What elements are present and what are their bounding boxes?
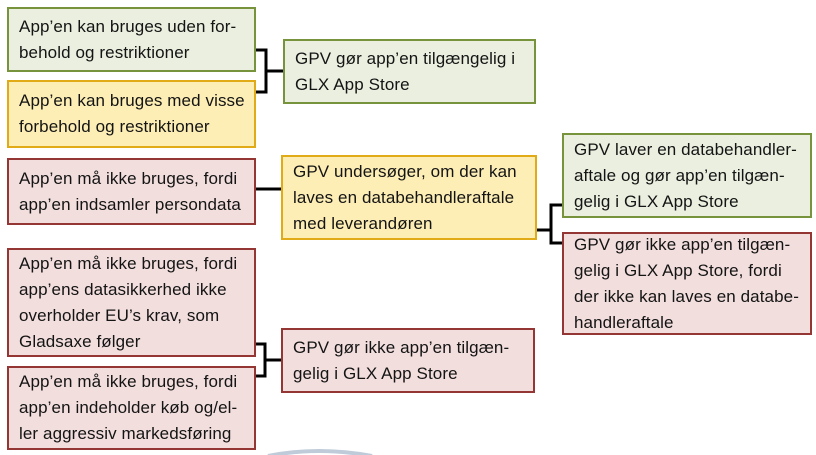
- node-text: App’en må ikke bruges, fordi app’ens dat…: [19, 253, 238, 351]
- node-gpv-does-not-publish: GPV gør ikke app’en tilgæn- gelig i GLX …: [281, 328, 535, 393]
- node-text: GPV laver en databehandler- aftale og gø…: [574, 139, 797, 211]
- node-gpv-makes-dpa-and-publishes: GPV laver en databehandler- aftale og gø…: [562, 133, 812, 218]
- node-text: GPV gør ikke app’en tilgæn- gelig i GLX …: [293, 337, 510, 383]
- node-gpv-publishes-app: GPV gør app’en tilgængelig i GLX App Sto…: [283, 39, 536, 104]
- node-app-banned-personal-data: App’en må ikke bruges, fordi app’en inds…: [7, 158, 256, 225]
- node-app-usable-with-reservations: App’en kan bruges med visse forbehold og…: [7, 80, 256, 148]
- node-text: GPV gør ikke app’en tilgæn- gelig i GLX …: [574, 234, 799, 332]
- node-gpv-no-dpa-not-published: GPV gør ikke app’en tilgæn- gelig i GLX …: [562, 232, 812, 335]
- node-text: App’en må ikke bruges, fordi app’en inde…: [19, 372, 238, 443]
- connector-banned-to-not-publish: [255, 342, 281, 378]
- node-app-banned-data-security: App’en må ikke bruges, fordi app’ens dat…: [7, 248, 256, 357]
- node-text: GPV gør app’en tilgængelig i GLX App Sto…: [295, 48, 516, 94]
- decorative-swoosh: [267, 449, 373, 455]
- node-text: App’en kan bruges med visse forbehold og…: [19, 91, 245, 136]
- connector-usable-to-publish: [255, 48, 283, 94]
- node-text: App’en kan bruges uden for- behold og re…: [19, 16, 237, 62]
- node-gpv-investigates-dpa: GPV undersøger, om der kan laves en data…: [281, 155, 537, 240]
- node-text: GPV undersøger, om der kan laves en data…: [293, 161, 517, 233]
- node-app-usable-unrestricted: App’en kan bruges uden for- behold og re…: [7, 7, 256, 72]
- node-app-banned-purchases-marketing: App’en må ikke bruges, fordi app’en inde…: [7, 366, 256, 450]
- connector-investigate-to-outcomes: [537, 203, 562, 245]
- node-text: App’en må ikke bruges, fordi app’en inds…: [19, 168, 241, 214]
